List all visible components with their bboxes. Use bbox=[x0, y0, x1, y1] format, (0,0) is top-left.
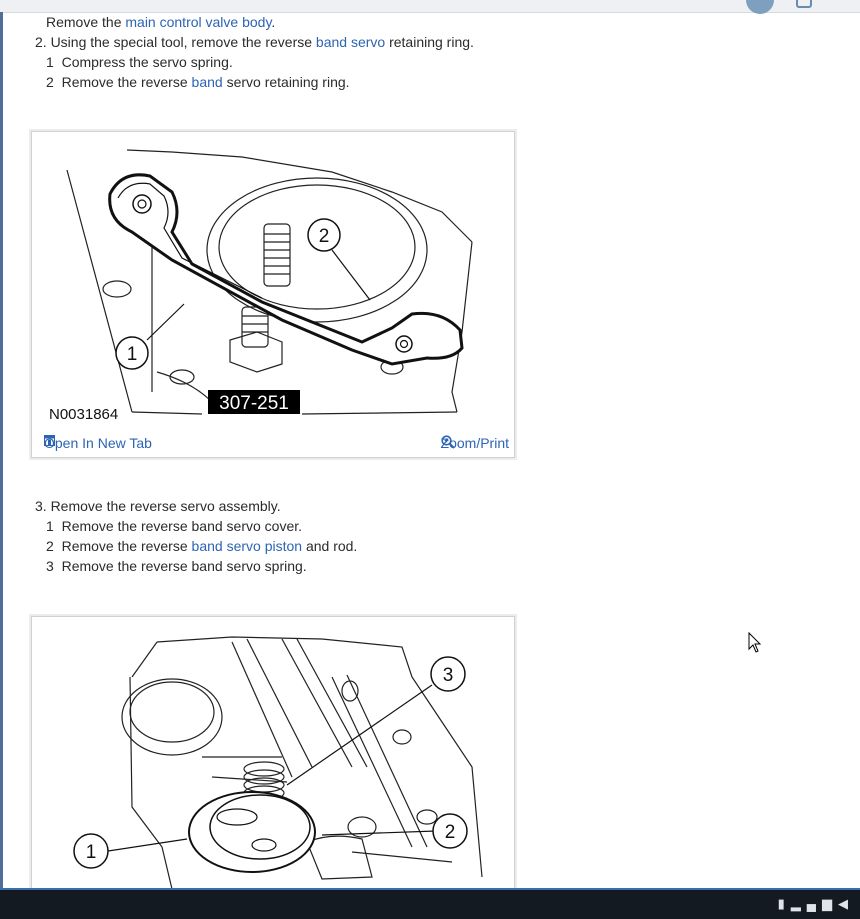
substep-text: Remove the reverse band servo spring. bbox=[61, 558, 307, 574]
step-2-sub-1: 1 Compress the servo spring. bbox=[46, 53, 233, 71]
link-main-control-valve-body[interactable]: main control valve body bbox=[125, 14, 272, 30]
system-tray: ▮▂▄▆◀ bbox=[778, 896, 854, 912]
step-2-sub-2: 2 Remove the reverse band servo retainin… bbox=[46, 73, 350, 91]
step-3-sub-3: 3 Remove the reverse band servo spring. bbox=[46, 557, 307, 575]
step-text: 2. Using the special tool, remove the re… bbox=[35, 34, 316, 50]
servo-assembly-illustration: 1 2 3 bbox=[73, 636, 483, 889]
callout-1-label: 1 bbox=[86, 842, 97, 863]
callout-1 bbox=[115, 336, 149, 370]
substep-text: and rod. bbox=[302, 538, 358, 554]
window-edge bbox=[0, 12, 3, 888]
toolbar-icon[interactable] bbox=[796, 0, 812, 8]
new-tab-icon bbox=[44, 435, 55, 446]
step-text: Remove the bbox=[46, 14, 126, 30]
browser-toolbar-edge bbox=[0, 0, 860, 14]
tool-label: 307-251 bbox=[219, 393, 289, 414]
callout-2-label: 2 bbox=[445, 822, 456, 843]
callout-1-label: 1 bbox=[127, 344, 138, 365]
step-3-sub-1: 1 Remove the reverse band servo cover. bbox=[46, 517, 302, 535]
step-3: 3. Remove the reverse servo assembly. bbox=[35, 497, 281, 515]
substep-text: Remove the reverse bbox=[61, 74, 192, 90]
substep-number: 3 bbox=[46, 558, 54, 574]
link-band-servo-piston[interactable]: band servo piston bbox=[191, 538, 303, 554]
substep-number: 2 bbox=[46, 538, 54, 554]
step-2: 2. Using the special tool, remove the re… bbox=[35, 33, 474, 51]
substep-text: Remove the reverse bbox=[61, 538, 192, 554]
substep-number: 1 bbox=[46, 518, 54, 534]
volume-icon[interactable]: ◀ bbox=[838, 896, 854, 911]
step-text: 3. Remove the reverse servo assembly. bbox=[35, 498, 281, 514]
step-text: retaining ring. bbox=[385, 34, 474, 50]
step-3-sub-2: 2 Remove the reverse band servo piston a… bbox=[46, 537, 357, 555]
taskbar: ▮▂▄▆◀ bbox=[0, 888, 860, 919]
substep-number: 1 bbox=[46, 54, 54, 70]
figure-actions: Open In New Tab Zoom/Print bbox=[32, 431, 514, 457]
mouse-pointer-icon bbox=[748, 632, 762, 653]
callout-3-label: 3 bbox=[443, 665, 454, 686]
figure-id: N0031864 bbox=[49, 406, 118, 423]
profile-avatar-icon[interactable] bbox=[746, 0, 774, 14]
substep-number: 2 bbox=[46, 74, 54, 90]
signal-icon[interactable]: ▂▄▆ bbox=[790, 896, 838, 911]
zoom-print-label: Zoom/Print bbox=[440, 435, 509, 451]
substep-text: Remove the reverse band servo cover. bbox=[61, 518, 303, 534]
magnifier-icon bbox=[440, 435, 455, 449]
figure-servo-assembly: 1 2 3 bbox=[31, 616, 515, 889]
callout-2-label: 2 bbox=[319, 226, 330, 247]
callout-3 bbox=[430, 656, 466, 692]
callout-2 bbox=[307, 218, 341, 252]
open-in-new-tab-link[interactable]: Open In New Tab bbox=[44, 435, 152, 451]
zoom-print-link[interactable]: Zoom/Print bbox=[441, 435, 509, 451]
step-text: . bbox=[271, 14, 276, 30]
substep-text: Compress the servo spring. bbox=[61, 54, 233, 70]
callout-2 bbox=[432, 813, 468, 849]
battery-icon[interactable]: ▮ bbox=[777, 896, 791, 911]
tool-label-box bbox=[208, 390, 300, 414]
callout-1 bbox=[73, 833, 109, 869]
open-in-new-tab-label: Open In New Tab bbox=[44, 435, 152, 451]
substep-text: servo retaining ring. bbox=[222, 74, 350, 90]
link-band[interactable]: band bbox=[191, 74, 223, 90]
link-band-servo[interactable]: band servo bbox=[315, 34, 386, 50]
figure-band-servo-tool: 1 2 307-251 N0031864 Open In New Tab Zoo… bbox=[31, 131, 515, 458]
step-intro: Remove the main control valve body. bbox=[46, 13, 275, 31]
servo-tool-illustration: 1 2 307-251 N0031864 bbox=[49, 149, 473, 423]
